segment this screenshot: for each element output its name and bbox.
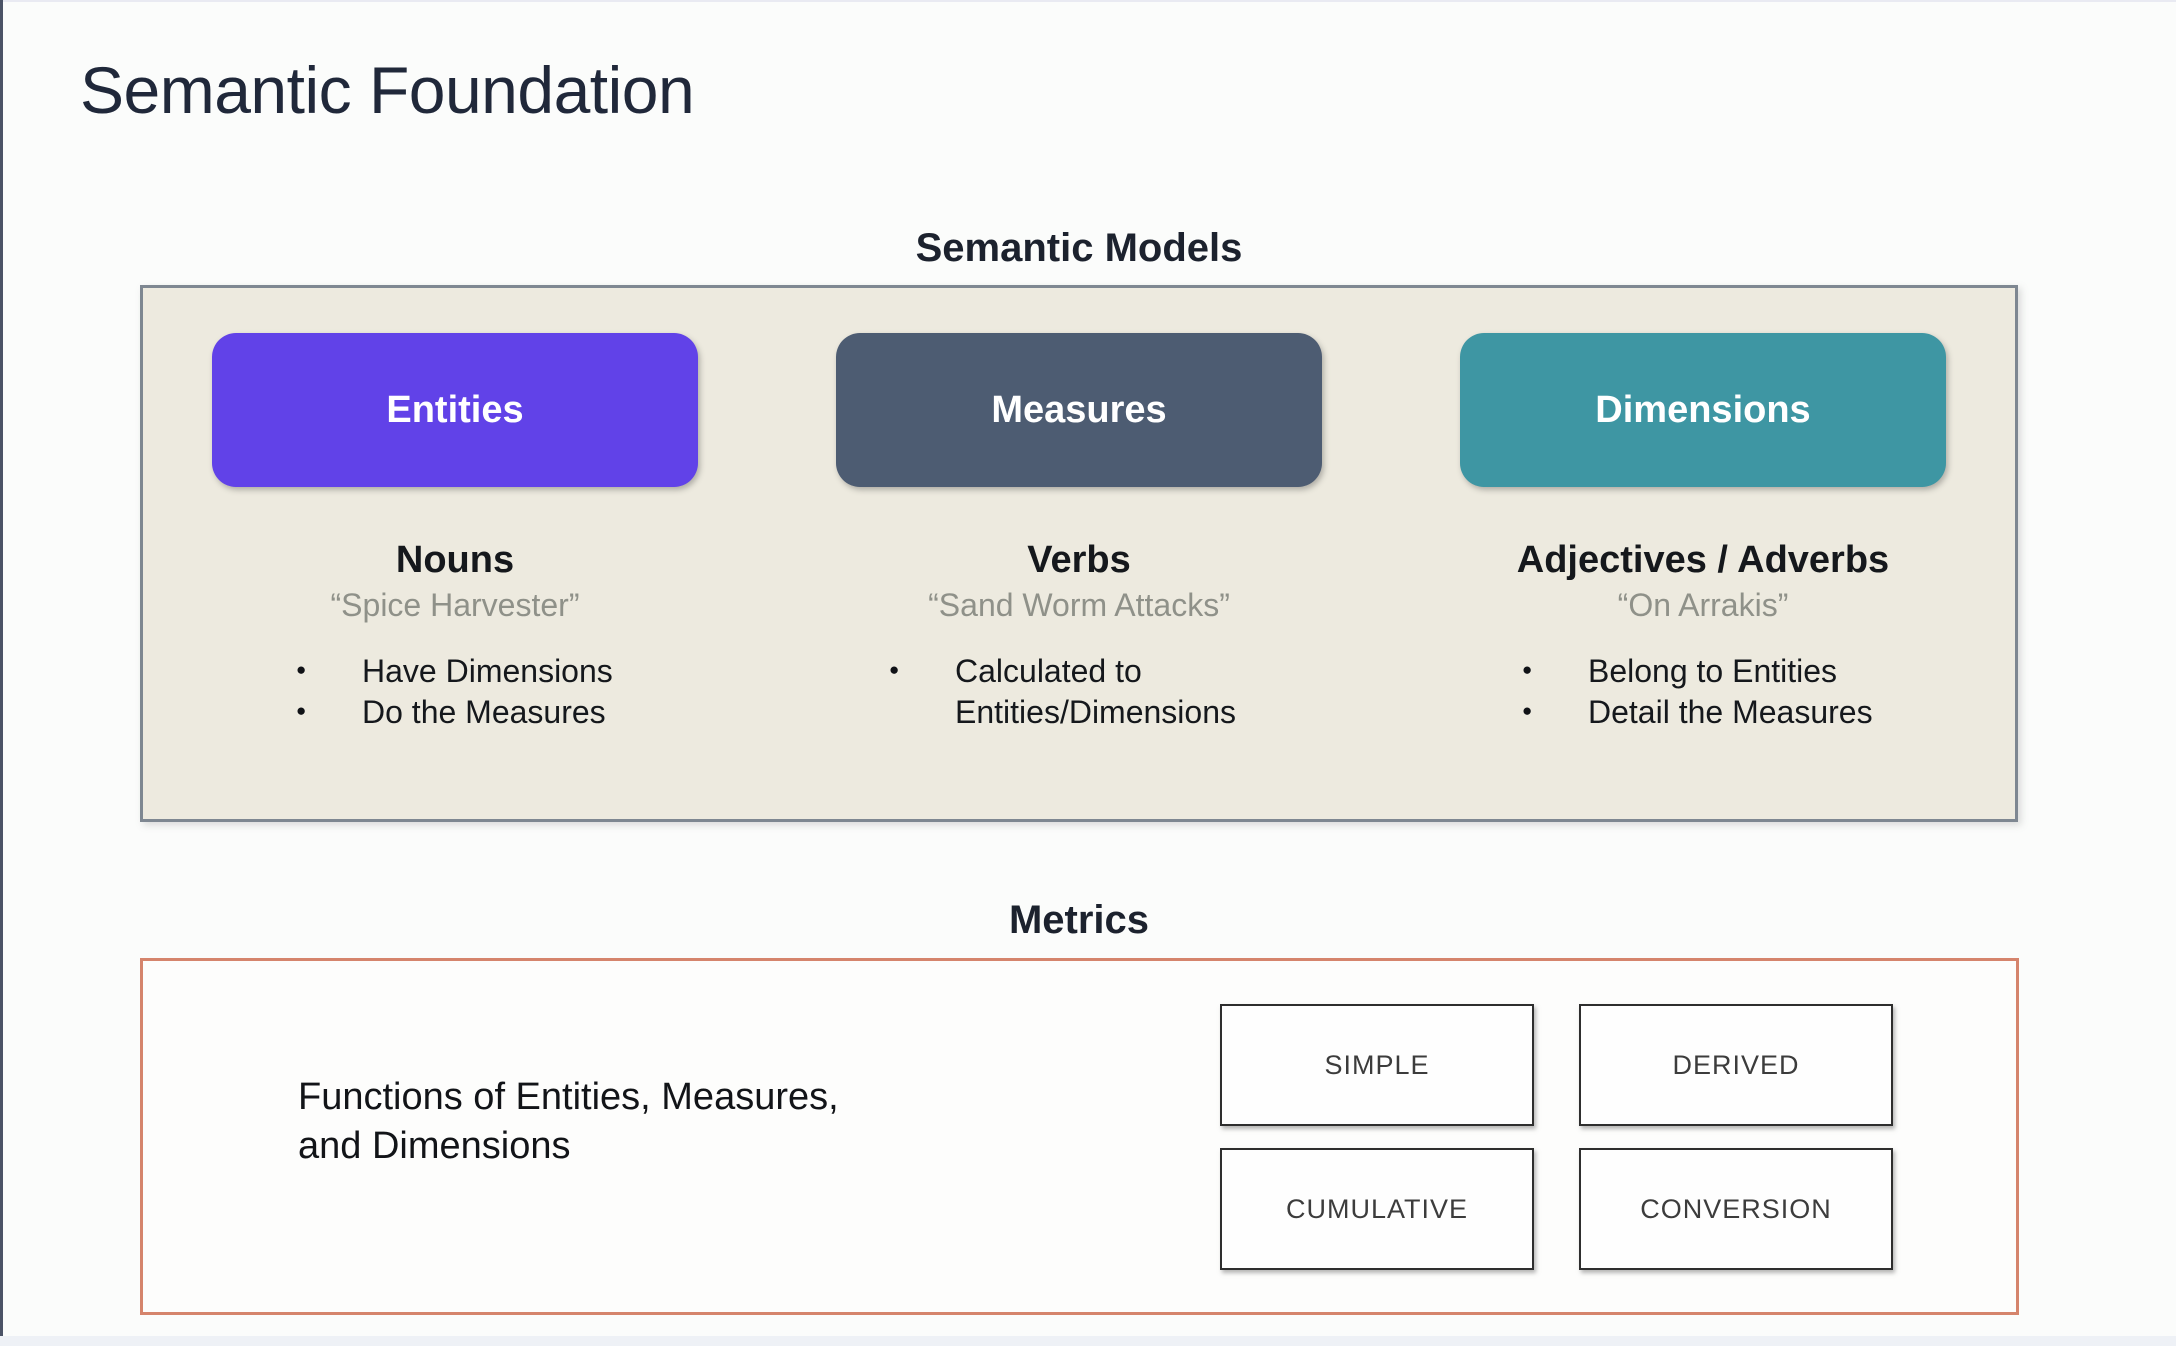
dimensions-bullet-list: Belong to Entities Detail the Measures [1516,651,1890,733]
entities-pill: Entities [212,333,698,487]
window-bottom-edge [0,1336,2176,1346]
metric-type-simple: SIMPLE [1220,1004,1534,1126]
bullet-item: Belong to Entities [1516,651,1890,692]
dimensions-column: Dimensions Adjectives / Adverbs “On Arra… [1391,288,2015,819]
semantic-models-panel: Entities Nouns “Spice Harvester” Have Di… [140,285,2018,822]
measures-example-quote: “Sand Worm Attacks” [928,586,1230,623]
metric-type-grid: SIMPLE DERIVED CUMULATIVE CONVERSION [1220,1004,1893,1270]
bullet-item: Detail the Measures [1516,692,1890,733]
bullet-item: Calculated to Entities/Dimensions [883,651,1275,733]
entities-bullet-list: Have Dimensions Do the Measures [290,651,620,733]
bullet-item: Do the Measures [290,692,620,733]
metric-type-conversion: CONVERSION [1579,1148,1893,1270]
semantic-models-heading: Semantic Models [915,226,1243,270]
entities-column: Entities Nouns “Spice Harvester” Have Di… [143,288,767,819]
bullet-item: Have Dimensions [290,651,620,692]
metric-type-derived: DERIVED [1579,1004,1893,1126]
measures-pill-label: Measures [991,388,1167,431]
measures-role-heading: Verbs [1027,539,1131,581]
window-top-edge [0,0,2176,2]
measures-column: Measures Verbs “Sand Worm Attacks” Calcu… [767,288,1391,819]
dimensions-pill: Dimensions [1460,333,1946,487]
window-left-edge [0,0,3,1346]
measures-bullet-list: Calculated to Entities/Dimensions [883,651,1275,733]
metrics-heading: Metrics [1008,898,1150,942]
metrics-panel: Functions of Entities, Measures, and Dim… [140,958,2019,1315]
entities-pill-label: Entities [386,388,524,431]
metric-type-cumulative: CUMULATIVE [1220,1148,1534,1270]
dimensions-example-quote: “On Arrakis” [1617,586,1789,623]
entities-example-quote: “Spice Harvester” [330,586,580,623]
page-title: Semantic Foundation [80,53,695,127]
measures-pill: Measures [836,333,1322,487]
metrics-description: Functions of Entities, Measures, and Dim… [298,1076,839,1167]
dimensions-role-heading: Adjectives / Adverbs [1516,539,1890,581]
entities-role-heading: Nouns [395,539,515,581]
dimensions-pill-label: Dimensions [1595,388,1811,431]
